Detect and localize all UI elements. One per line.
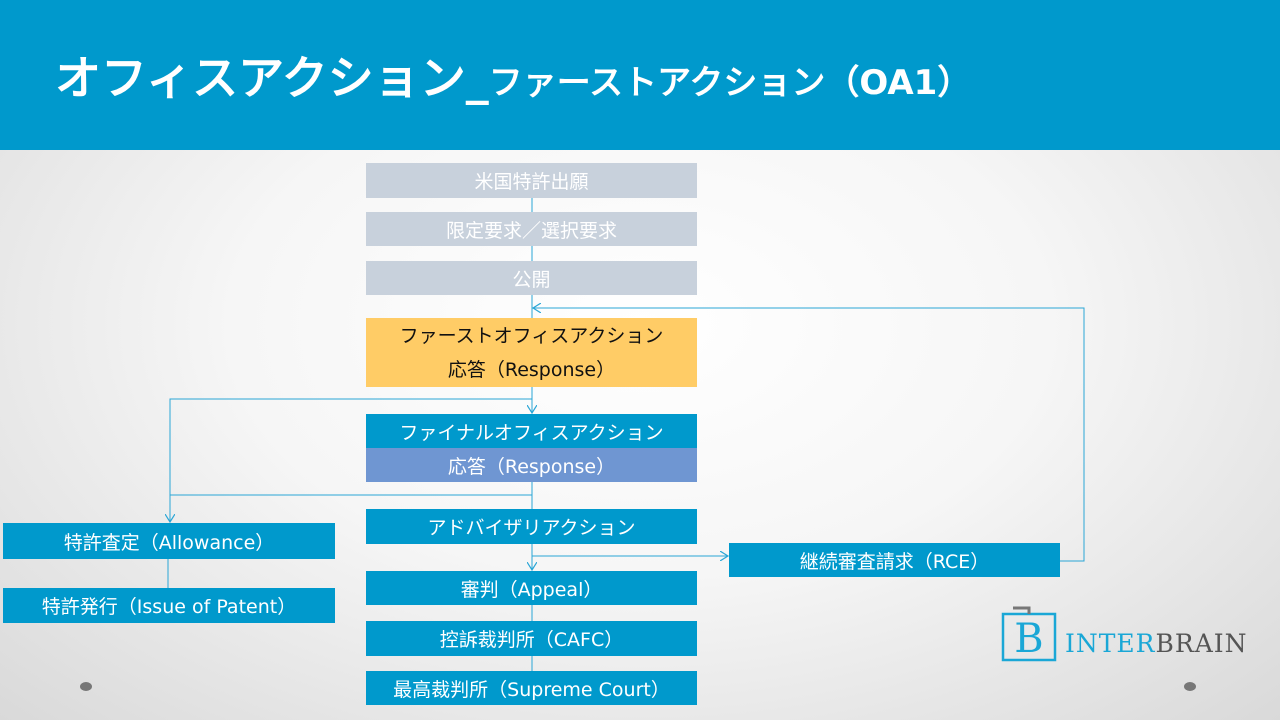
first-office-action-box: ファーストオフィスアクション 応答（Response） bbox=[366, 318, 697, 387]
title-main: オフィスアクション_ bbox=[55, 51, 489, 105]
appeal-box: 審判（Appeal） bbox=[366, 571, 697, 605]
issue-of-patent-box: 特許発行（Issue of Patent） bbox=[3, 588, 335, 623]
header-bar: オフィスアクション_ファーストアクション（OA1） bbox=[0, 0, 1280, 150]
final-response-box: 応答（Response） bbox=[366, 448, 697, 482]
svg-text:B: B bbox=[1014, 616, 1043, 662]
title-sub: ファーストアクション（OA1） bbox=[488, 63, 972, 103]
page-title: オフィスアクション_ファーストアクション（OA1） bbox=[55, 42, 971, 108]
slide-dot-right bbox=[1184, 682, 1196, 691]
publication-box: 公開 bbox=[366, 261, 697, 295]
rce-box: 継続審査請求（RCE） bbox=[729, 543, 1060, 577]
advisory-action-box: アドバイザリアクション bbox=[366, 509, 697, 544]
allowance-box: 特許査定（Allowance） bbox=[3, 523, 335, 559]
supreme-court-box: 最高裁判所（Supreme Court） bbox=[366, 671, 697, 705]
final-office-action-box: ファイナルオフィスアクション bbox=[366, 414, 697, 448]
restriction-box: 限定要求／選択要求 bbox=[366, 212, 697, 246]
slide-dot-left bbox=[80, 682, 92, 691]
interbrain-logo-icon: B bbox=[1001, 606, 1057, 662]
logo-part2: BRAIN bbox=[1155, 629, 1248, 658]
cafc-box: 控訴裁判所（CAFC） bbox=[366, 621, 697, 656]
logo-part1: INTER bbox=[1065, 629, 1156, 658]
first-oa-label: ファーストオフィスアクション bbox=[399, 324, 664, 347]
us-application-box: 米国特許出願 bbox=[366, 163, 697, 198]
first-oa-response-label: 応答（Response） bbox=[447, 358, 616, 381]
interbrain-logo-text: INTERBRAIN bbox=[1065, 629, 1248, 658]
